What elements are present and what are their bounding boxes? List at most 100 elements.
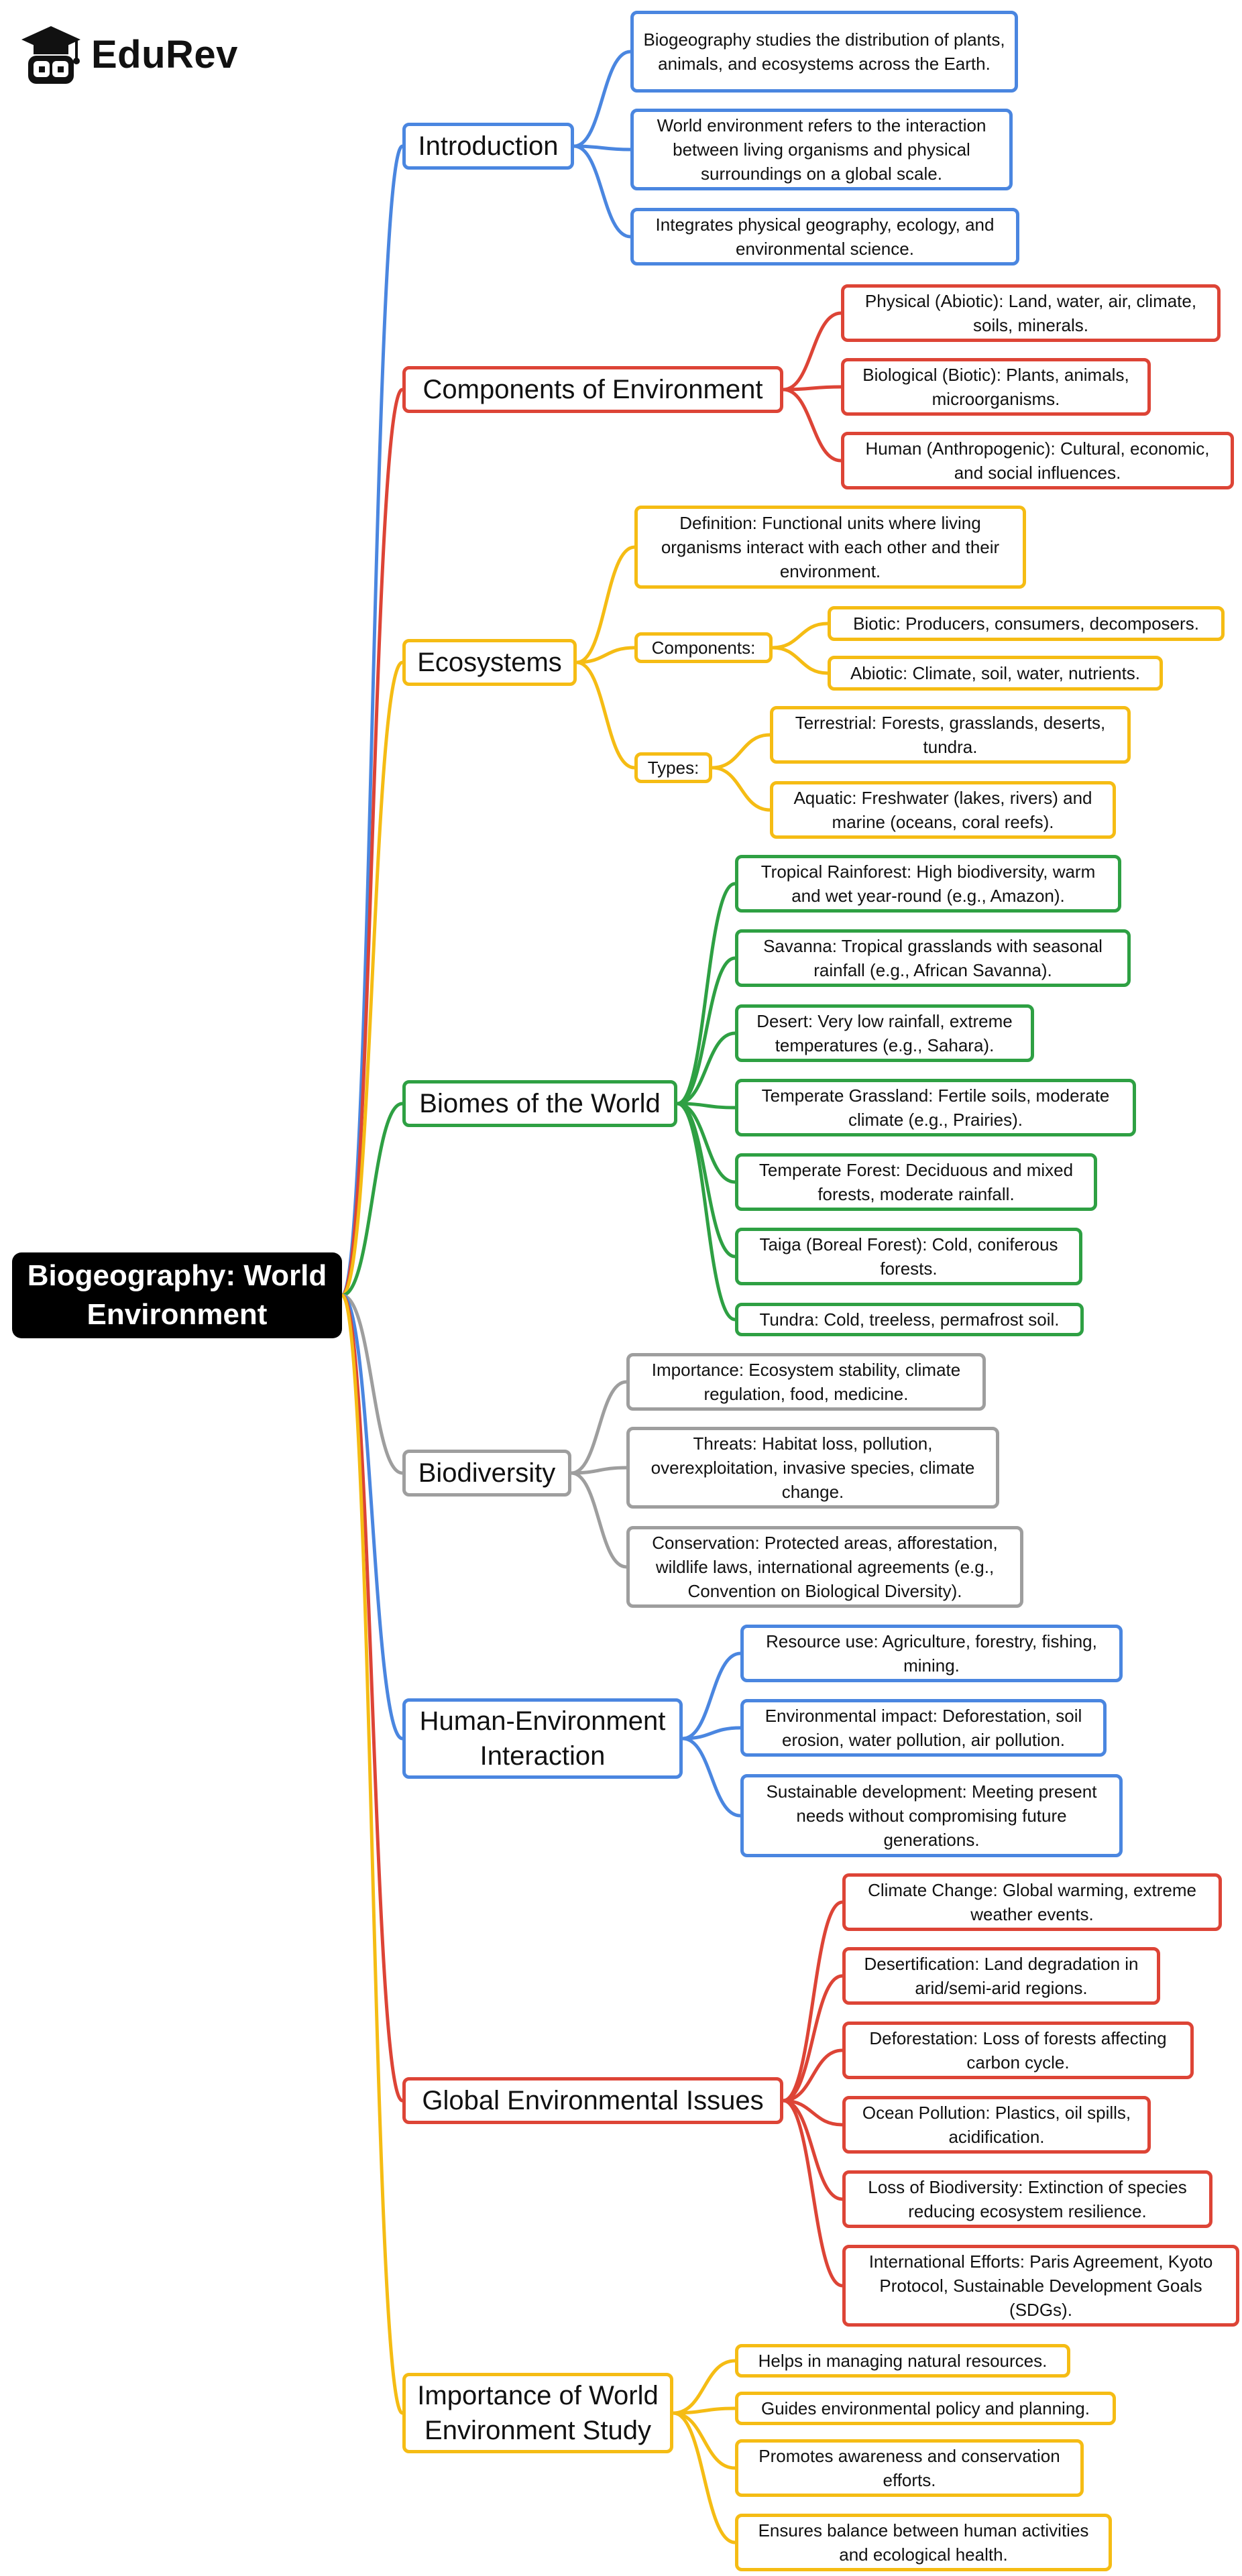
node-introduction-1-text: World environment refers to the interact… — [657, 115, 986, 184]
node-components-0[interactable]: Physical (Abiotic): Land, water, air, cl… — [841, 284, 1221, 342]
node-components-2-text: Human (Anthropogenic): Cultural, economi… — [865, 438, 1210, 483]
connector-ecosystems-1 — [575, 646, 636, 664]
branch-importance[interactable]: Importance of World Environment Study — [402, 2373, 673, 2453]
connector-importance-0 — [671, 2359, 737, 2415]
node-introduction-0[interactable]: Biogeography studies the distribution of… — [630, 11, 1018, 93]
node-global-issues-5-text: International Efforts: Paris Agreement, … — [868, 2251, 1213, 2320]
connector-biodiversity-0 — [569, 1380, 628, 1475]
branch-ecosystems[interactable]: Ecosystems — [402, 639, 577, 686]
node-ecosystems-1-0[interactable]: Biotic: Producers, consumers, decomposer… — [828, 606, 1225, 641]
connector-biodiversity-1 — [569, 1466, 628, 1475]
root-connector-components — [340, 388, 404, 1297]
connector-introduction-0 — [572, 50, 632, 148]
node-introduction-2-text: Integrates physical geography, ecology, … — [655, 215, 995, 259]
connector-biomes-4 — [675, 1102, 737, 1184]
branch-components[interactable]: Components of Environment — [402, 366, 783, 413]
node-biomes-4[interactable]: Temperate Forest: Deciduous and mixed fo… — [735, 1153, 1097, 1211]
node-biomes-2[interactable]: Desert: Very low rainfall, extreme tempe… — [735, 1004, 1034, 1062]
node-importance-0[interactable]: Helps in managing natural resources. — [735, 2344, 1070, 2378]
node-components-2[interactable]: Human (Anthropogenic): Cultural, economi… — [841, 432, 1234, 489]
node-biomes-1-text: Savanna: Tropical grasslands with season… — [763, 936, 1103, 980]
edurev-logo[interactable]: EduRev — [19, 17, 238, 91]
node-ecosystems-1-0-text: Biotic: Producers, consumers, decomposer… — [853, 613, 1199, 634]
root-connector-global-issues — [340, 1293, 404, 2103]
branch-global-issues[interactable]: Global Environmental Issues — [402, 2077, 783, 2124]
node-human-env-2-text: Sustainable development: Meeting present… — [766, 1781, 1097, 1850]
node-importance-1[interactable]: Guides environmental policy and planning… — [735, 2392, 1116, 2425]
node-biomes-5[interactable]: Taiga (Boreal Forest): Cold, coniferous … — [735, 1228, 1082, 1285]
node-importance-2[interactable]: Promotes awareness and conservation effo… — [735, 2439, 1084, 2497]
node-biomes-6[interactable]: Tundra: Cold, treeless, permafrost soil. — [735, 1303, 1084, 1336]
node-biomes-1[interactable]: Savanna: Tropical grasslands with season… — [735, 929, 1131, 987]
connector-human-env-2 — [681, 1737, 742, 1818]
branch-ecosystems-text: Ecosystems — [417, 648, 562, 677]
node-ecosystems-2[interactable]: Types: — [634, 752, 712, 783]
node-biodiversity-2[interactable]: Conservation: Protected areas, afforesta… — [626, 1526, 1023, 1608]
connector-human-env-1 — [681, 1726, 742, 1741]
branch-introduction[interactable]: Introduction — [402, 123, 574, 170]
branch-biomes-text: Biomes of the World — [419, 1089, 661, 1118]
node-human-env-1[interactable]: Environmental impact: Deforestation, soi… — [740, 1699, 1107, 1757]
connector-biodiversity-2 — [569, 1471, 628, 1569]
connector-biomes-2 — [675, 1031, 737, 1106]
connector-ecosystems-1-0 — [771, 622, 830, 650]
node-components-0-text: Physical (Abiotic): Land, water, air, cl… — [864, 291, 1197, 335]
connector-importance-3 — [671, 2411, 737, 2544]
node-ecosystems-0[interactable]: Definition: Functional units where livin… — [634, 506, 1026, 589]
node-biomes-5-text: Taiga (Boreal Forest): Cold, coniferous … — [759, 1234, 1058, 1279]
connector-biomes-1 — [675, 956, 737, 1106]
branch-human-env[interactable]: Human-Environment Interaction — [402, 1698, 683, 1779]
node-global-issues-5[interactable]: International Efforts: Paris Agreement, … — [842, 2245, 1239, 2327]
node-importance-1-text: Guides environmental policy and planning… — [761, 2398, 1090, 2418]
node-importance-0-text: Helps in managing natural resources. — [758, 2351, 1048, 2371]
node-global-issues-2-text: Deforestation: Loss of forests affecting… — [869, 2028, 1167, 2072]
node-importance-3[interactable]: Ensures balance between human activities… — [735, 2514, 1112, 2571]
root-connector-importance — [340, 1293, 404, 2415]
node-biodiversity-2-text: Conservation: Protected areas, afforesta… — [652, 1533, 998, 1601]
node-introduction-2[interactable]: Integrates physical geography, ecology, … — [630, 208, 1019, 266]
node-ecosystems-2-0[interactable]: Terrestrial: Forests, grasslands, desert… — [770, 706, 1131, 764]
node-global-issues-2[interactable]: Deforestation: Loss of forests affecting… — [842, 2022, 1194, 2079]
connector-global-issues-1 — [781, 1974, 844, 2103]
node-biomes-3[interactable]: Temperate Grassland: Fertile soils, mode… — [735, 1079, 1136, 1136]
node-global-issues-1[interactable]: Desertification: Land degradation in ari… — [842, 1947, 1160, 2005]
connector-ecosystems-1-1 — [771, 646, 830, 675]
node-ecosystems-2-1[interactable]: Aquatic: Freshwater (lakes, rivers) and … — [770, 781, 1116, 839]
connector-components-0 — [781, 311, 843, 392]
node-global-issues-0[interactable]: Climate Change: Global warming, extreme … — [842, 1873, 1222, 1931]
node-global-issues-4-text: Loss of Biodiversity: Extinction of spec… — [868, 2177, 1187, 2221]
root-connector-biodiversity — [340, 1293, 404, 1475]
node-ecosystems-1-1[interactable]: Abiotic: Climate, soil, water, nutrients… — [828, 656, 1163, 691]
connector-introduction-1 — [572, 144, 632, 152]
connector-importance-2 — [671, 2411, 737, 2470]
branch-components-text: Components of Environment — [422, 375, 763, 404]
node-global-issues-3-text: Ocean Pollution: Plastics, oil spills, a… — [862, 2103, 1131, 2147]
node-biodiversity-1-text: Threats: Habitat loss, pollution, overex… — [651, 1433, 975, 1502]
connector-components-1 — [781, 385, 843, 392]
node-human-env-2[interactable]: Sustainable development: Meeting present… — [740, 1774, 1123, 1857]
connector-components-2 — [781, 388, 843, 463]
branch-biomes[interactable]: Biomes of the World — [402, 1080, 677, 1127]
branch-biodiversity[interactable]: Biodiversity — [402, 1450, 571, 1497]
connector-biomes-6 — [675, 1102, 737, 1322]
connector-biomes-0 — [675, 882, 737, 1106]
node-human-env-0[interactable]: Resource use: Agriculture, forestry, fis… — [740, 1625, 1123, 1682]
branch-importance-text: Importance of World Environment Study — [417, 2381, 659, 2445]
node-ecosystems-0-text: Definition: Functional units where livin… — [661, 513, 1000, 581]
branch-global-issues-text: Global Environmental Issues — [422, 2086, 764, 2115]
branch-introduction-text: Introduction — [418, 131, 559, 161]
root-connector-introduction — [340, 144, 404, 1297]
node-global-issues-4[interactable]: Loss of Biodiversity: Extinction of spec… — [842, 2170, 1212, 2228]
node-biodiversity-0[interactable]: Importance: Ecosystem stability, climate… — [626, 1353, 986, 1411]
node-biomes-0[interactable]: Tropical Rainforest: High biodiversity, … — [735, 855, 1121, 913]
node-global-issues-3[interactable]: Ocean Pollution: Plastics, oil spills, a… — [842, 2096, 1151, 2154]
node-components-1[interactable]: Biological (Biotic): Plants, animals, mi… — [841, 358, 1151, 416]
node-introduction-0-text: Biogeography studies the distribution of… — [643, 30, 1005, 74]
node-biodiversity-1[interactable]: Threats: Habitat loss, pollution, overex… — [626, 1427, 999, 1509]
node-ecosystems-2-0-text: Terrestrial: Forests, grasslands, desert… — [795, 713, 1106, 757]
root-topic[interactable]: Biogeography: World Environment — [12, 1252, 342, 1338]
root-connector-human-env — [340, 1293, 404, 1741]
connector-biomes-3 — [675, 1102, 737, 1110]
node-ecosystems-1[interactable]: Components: — [634, 632, 773, 663]
node-introduction-1[interactable]: World environment refers to the interact… — [630, 109, 1013, 190]
